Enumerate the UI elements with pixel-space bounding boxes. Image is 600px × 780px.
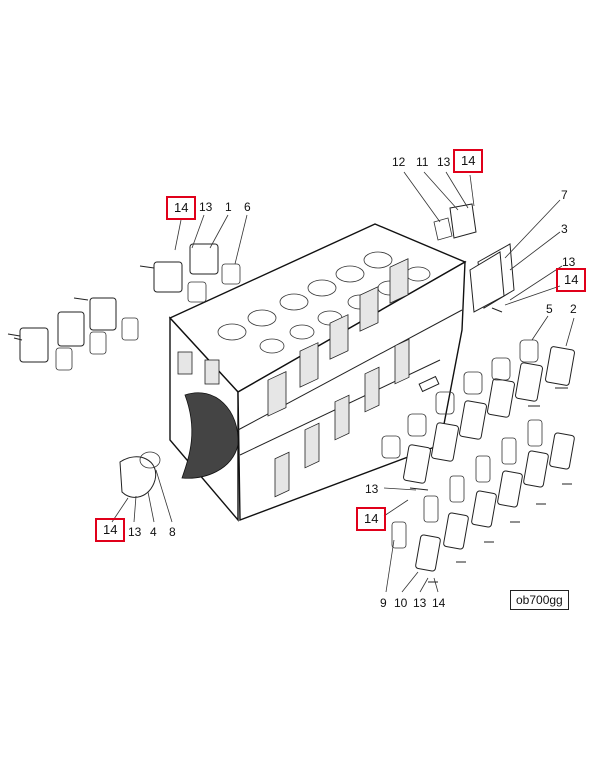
callout-14-top-left: 14 (166, 196, 197, 220)
callout-13-top-left: 13 (199, 200, 213, 214)
callout-13-top: 13 (437, 155, 451, 169)
side-gaskets (381, 339, 543, 549)
callout-1: 1 (225, 200, 232, 214)
callout-7: 7 (561, 188, 568, 202)
callout-14-mid: 14 (356, 507, 387, 531)
small-cover-plate (433, 203, 477, 241)
callout-5: 5 (546, 302, 553, 316)
bolts (7, 265, 572, 583)
callout-12: 12 (392, 155, 406, 169)
callout-14-bottom: 14 (432, 596, 446, 610)
callout-13-bottom: 13 (413, 596, 427, 610)
callout-13-bottom-left: 13 (128, 525, 142, 539)
top-left-cover-plates (19, 243, 241, 371)
callout-13-right: 13 (562, 255, 576, 269)
callout-14-bottom-left: 14 (95, 518, 126, 542)
diagram-reference-code: ob700gg (510, 590, 569, 610)
leader-lines (111, 171, 575, 593)
side-cover-plates (403, 346, 575, 572)
top-right-cover (469, 243, 515, 313)
callout-13-mid: 13 (365, 482, 379, 496)
crankcase-openings (267, 258, 410, 498)
front-round-cover (119, 451, 161, 498)
callout-3: 3 (561, 222, 568, 236)
callout-10: 10 (394, 596, 408, 610)
callout-14-right: 14 (556, 268, 587, 292)
callout-11: 11 (416, 155, 429, 169)
callout-4: 4 (150, 525, 157, 539)
callout-8: 8 (169, 525, 176, 539)
callout-14-top: 14 (453, 149, 484, 173)
callout-2: 2 (570, 302, 577, 316)
callout-9: 9 (380, 596, 387, 610)
callout-6: 6 (244, 200, 251, 214)
